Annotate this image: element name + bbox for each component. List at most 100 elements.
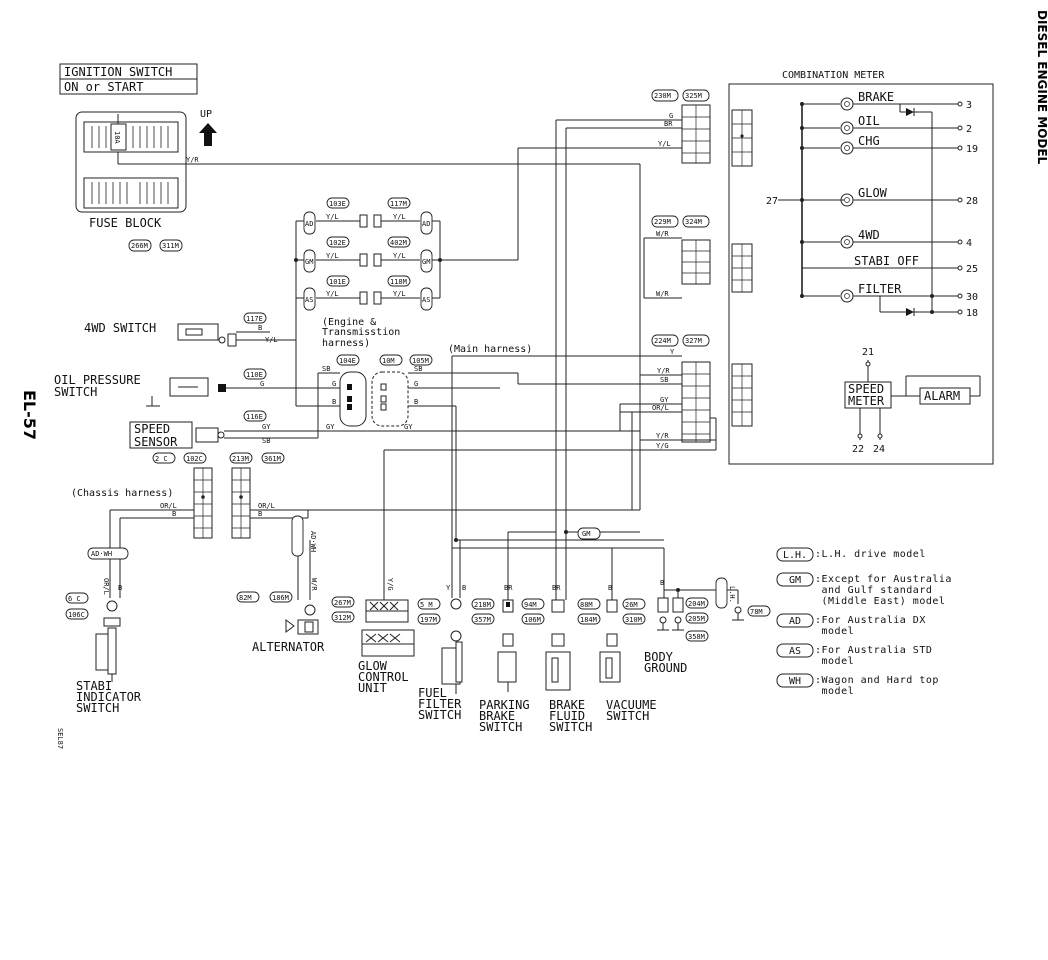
tag-lh-ground: L.H. <box>728 586 736 603</box>
wire-yr-top: Y/R <box>186 156 199 164</box>
parking-label-2: BRAKE <box>479 709 515 723</box>
pin-18: 18 <box>966 308 978 319</box>
wire-gy-b: GY <box>404 423 413 431</box>
meter-lamp-label: CHG <box>858 134 880 148</box>
wire-b-b: B <box>414 398 418 406</box>
meter-lamp-label: FILTER <box>858 282 902 296</box>
wire-sb-a: SB <box>322 365 330 373</box>
up-arrow-icon: UP <box>199 109 217 146</box>
legend-item: AD:For Australia DX model <box>776 613 925 637</box>
page-number: EL-57 <box>20 390 39 440</box>
wire-g-oil: G <box>260 380 264 388</box>
fourwd-switch-label: 4WD SWITCH <box>84 321 156 335</box>
conn-197m: 197M <box>420 616 437 624</box>
conn-104e: 104E <box>339 357 356 365</box>
conn-267m: 267M <box>334 599 351 607</box>
speed-label-1: SPEED <box>134 422 170 436</box>
glow-label-2: CONTROL <box>358 670 409 684</box>
wire-orl-chassis: OR/L <box>160 502 177 510</box>
eng-trans-note: (Engine & Transmisstion harness) <box>322 317 400 349</box>
legend-tag: AD <box>789 616 801 627</box>
legend-text: :Except for Australia <box>815 574 952 585</box>
connector-bank: 103E 117M 102E 402M 101E 118M AD GM AS A… <box>303 197 433 311</box>
wire-yg-glow: Y/G <box>386 578 394 591</box>
legend-text: model <box>815 626 854 637</box>
conn-310m: 310M <box>625 616 642 624</box>
conn-186m: 186M <box>272 594 289 602</box>
oil-label-1: OIL PRESSURE <box>54 373 141 387</box>
pin-21: 21 <box>862 347 874 358</box>
conn-103e: 103E <box>329 200 346 208</box>
conn-205m: 205M <box>688 615 705 623</box>
alternator-label: ALTERNATOR <box>252 640 325 654</box>
conn-26m: 26M <box>625 601 638 609</box>
wire-wr-meter-b: W/R <box>656 290 669 298</box>
tag-ad-wh-alt: AD·WH <box>309 531 317 552</box>
parking-label-1: PARKING <box>479 698 530 712</box>
ground-label-2: GROUND <box>644 661 687 675</box>
legend-tag: L.H. <box>783 550 807 561</box>
tag-gm-bus: GM <box>582 530 590 538</box>
tag-as-left: AS <box>305 296 313 304</box>
conn-116e: 116E <box>246 413 263 421</box>
conn-327m: 327M <box>685 337 702 345</box>
meter-pin: 25 <box>966 264 978 275</box>
legend-text: model <box>815 656 854 667</box>
legend-tag: GM <box>789 575 801 586</box>
conn-5m: 5 M <box>420 601 433 609</box>
wire-br-meter: BR <box>664 120 673 128</box>
wire-sb-meter: SB <box>660 376 668 384</box>
brake-fluid-switch: BRAKE FLUID SWITCH <box>545 599 592 734</box>
conn-218m: 218M <box>474 601 491 609</box>
ground-label-1: BODY <box>644 650 674 664</box>
fuse-block-label: FUSE BLOCK <box>89 216 162 230</box>
wire-yl-meter: Y/L <box>658 140 671 148</box>
conn-402m: 402M <box>390 239 407 247</box>
fuse-block: 10A FUSE BLOCK 266M 311M <box>75 111 187 252</box>
conn-324m: 324M <box>685 218 702 226</box>
wire-br-brake: BR <box>552 584 561 592</box>
conn-357m: 357M <box>474 616 491 624</box>
main-harness-label: (Main harness) <box>448 344 532 355</box>
vac-label-2: SWITCH <box>606 709 649 723</box>
stabi-label-2: INDICATOR <box>76 690 142 704</box>
wire-yl-a: Y/L <box>326 213 339 221</box>
alarm-label: ALARM <box>924 389 960 403</box>
wire-b-chassis2: B <box>258 510 262 518</box>
wire-yl-c: Y/L <box>326 252 339 260</box>
meter-title: COMBINATION METER <box>782 70 885 81</box>
pin-27: 27 <box>766 196 778 207</box>
wire-y-fuel: Y <box>446 584 451 592</box>
conn-102c: 102C <box>186 455 203 463</box>
legend-text: :For Australia STD <box>815 645 932 656</box>
meter-pin: 28 <box>966 196 978 207</box>
tag-as-right: AS <box>422 296 430 304</box>
legend-text: :Wagon and Hard top <box>815 675 939 686</box>
wire-y-meter: Y <box>670 348 675 356</box>
fourwd-switch <box>177 323 237 347</box>
conn-106m: 106M <box>524 616 541 624</box>
wire-b-vac: B <box>608 584 612 592</box>
speed-label-2: SENSOR <box>134 435 178 449</box>
fuse-conn-2: 311M <box>162 242 179 250</box>
pin-24: 24 <box>873 444 885 455</box>
legend-text: (Middle East) model <box>815 596 945 607</box>
conn-101e: 101E <box>329 278 346 286</box>
wire-yl-b: Y/L <box>393 213 406 221</box>
meter-lamp-label: 4WD <box>858 228 880 242</box>
conn-110e: 110E <box>246 371 263 379</box>
meter-pin: 3 <box>966 100 972 111</box>
tag-ad-right: AD <box>422 220 430 228</box>
wire-b-stabi: B <box>118 584 122 592</box>
legend-tag: AS <box>789 646 801 657</box>
conn-361m: 361M <box>264 455 281 463</box>
wire-yl-f: Y/L <box>393 290 406 298</box>
legend-item: WH:Wagon and Hard top model <box>776 673 939 697</box>
